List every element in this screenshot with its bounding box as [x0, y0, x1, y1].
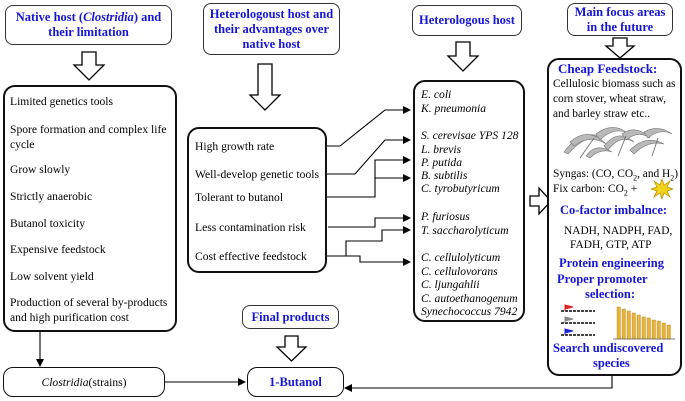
hollow-down-arrow-final [275, 335, 308, 362]
cheap-line: corn stover, wheat straw, [553, 93, 666, 105]
host-item: C. autoethanogenum [421, 292, 518, 305]
syngas-line: Syngas: (CO, CO2, and H2) [553, 168, 679, 183]
hosts-box [413, 80, 525, 322]
promoter-illustration [561, 304, 675, 340]
fix-carbon-line: Fix carbon: CO2 + [553, 183, 638, 198]
advantage-item: Tolerant to butanol [195, 191, 284, 204]
promoter-flags-icon [561, 304, 595, 336]
connector-contamination [328, 214, 411, 228]
hollow-down-arrow-future [604, 37, 636, 59]
protein-line: selection: [585, 287, 635, 301]
hollow-right-arrow [529, 186, 552, 216]
host-item: L. brevis [421, 143, 462, 156]
clostridia-strains-box: Clostridia (strains) [3, 367, 165, 397]
cheap-line: and barley straw etc.. [553, 108, 651, 120]
limitation-item: Spore formation and complex life [10, 123, 167, 136]
hollow-down-arrow-advantages [248, 63, 282, 111]
limitation-item: Limited genetics tools [10, 95, 114, 108]
protein-line: Protein engineering [559, 256, 664, 270]
hollow-down-arrow-native [72, 51, 106, 81]
header-heterologous-host: Heterologous host [412, 5, 522, 36]
expression-bars [616, 306, 671, 340]
header-native-host: Native host (Clostridia) and their limit… [5, 5, 172, 45]
butanol-box: 1-Butanol [247, 367, 344, 397]
host-item: P. putida [421, 156, 463, 169]
sun-icon [650, 178, 674, 200]
hollow-down-arrow-hosts [446, 41, 480, 72]
cofactor-title: Co-factor imbalnce: [560, 203, 668, 217]
host-item: C. cellulolyticum [421, 251, 501, 264]
host-item: C. cellulovorans [421, 265, 498, 278]
search-line: species [593, 356, 630, 370]
limitation-item: cycle [10, 138, 35, 151]
host-item: S. cerevisae YPS 128 [421, 129, 519, 142]
limitations-box [3, 85, 177, 332]
limitation-item: Expensive feedstock [10, 243, 106, 256]
advantage-item: Well-develop genetic tools [195, 168, 319, 181]
header-heterologous-advantages: Heterologoust host and their advantages … [203, 3, 340, 55]
connector-genetic [322, 136, 411, 175]
host-item: E. coli [421, 88, 452, 101]
advantage-item: High growth rate [195, 140, 275, 153]
limitation-item: and high purification cost [10, 311, 129, 324]
connector-feedstock [318, 255, 411, 266]
cofactor-line: NADH, NADPH, FAD, [564, 225, 673, 237]
host-item: B. subtilis [421, 169, 468, 182]
limitation-item: Low solvent yield [10, 270, 94, 283]
straw-illustration [563, 127, 673, 159]
host-item: P. furiosus [421, 210, 470, 223]
host-item: C. ljungahlii [421, 278, 480, 291]
host-item: K. pneumonia [421, 102, 487, 115]
connector-feedstock-b [345, 226, 411, 256]
host-item: C. tyrobutyricum [421, 182, 500, 195]
cofactor-line: FADH, GTP, ATP [570, 239, 652, 251]
host-item: T. saccharolyticum [421, 224, 509, 237]
advantages-box [187, 127, 327, 273]
cheap-feedstock-title: Cheap Feedstock: [558, 61, 658, 76]
limitation-item: Butanol toxicity [10, 217, 86, 230]
advantage-item: Cost effective feedstock [195, 250, 307, 263]
cheap-line: Cellulosic biomass such as [553, 78, 676, 90]
header-future: Main focus areas in the future [567, 3, 673, 36]
search-line: Search undiscovered [553, 341, 664, 355]
limitation-item: Grow slowly [10, 163, 71, 176]
header-final-products: Final products [242, 305, 339, 329]
host-item: Synechococcus 7942 [421, 305, 518, 318]
connector-future-butanol [344, 374, 613, 392]
advantage-item: Less contamination risk [195, 221, 306, 234]
limitation-item: Strictly anaerobic [10, 190, 93, 203]
protein-line: Proper promoter [557, 272, 648, 286]
limitation-item: Production of several by-products [10, 296, 168, 309]
